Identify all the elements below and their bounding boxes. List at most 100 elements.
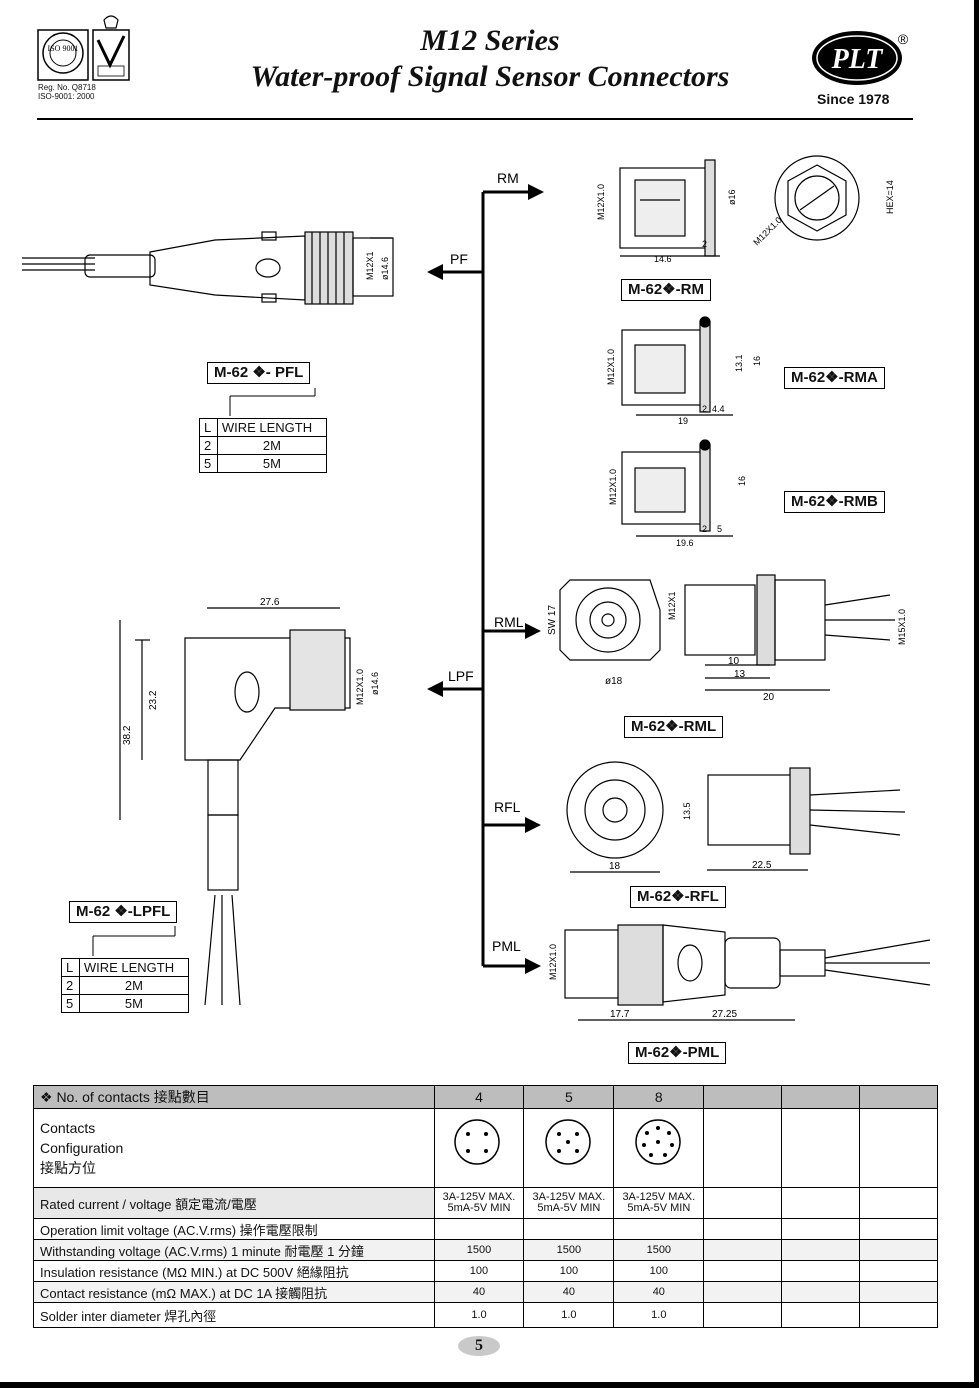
plt-logo-text: PLT: [831, 44, 885, 75]
page-number: 5: [458, 1336, 500, 1356]
wire-table-cell: 5M: [78, 994, 190, 1013]
rated-value: 5mA-5V MIN: [627, 1202, 691, 1214]
contacts-header: ❖ No. of contacts 接點數目: [33, 1085, 435, 1109]
wire-table-header-length: WIRE LENGTH: [216, 418, 328, 437]
rfl-connector-drawing: [566, 761, 906, 873]
spec-value: [523, 1218, 615, 1240]
spec-row: Solder inter diameter 焊孔內徑 1.0 1.0 1.0: [33, 1302, 938, 1328]
page-border-right: [974, 0, 979, 1388]
lpf-dim-232: 23.2: [148, 690, 159, 710]
wire-table-cell: 2: [199, 436, 218, 455]
spec-value: 1500: [613, 1239, 705, 1261]
part-label-rfl: M-62❖-RFL: [630, 886, 726, 908]
rfl-dim-18: 18: [609, 861, 621, 872]
rma-dim-44: 4.4: [712, 404, 725, 414]
pf-dim-dia: ø14.6: [380, 257, 390, 280]
contact-count: 5: [523, 1085, 615, 1109]
iso-badge-text: ISO 9001: [48, 44, 79, 53]
rmb-dim-16: 16: [737, 476, 747, 486]
contact-count: 8: [613, 1085, 705, 1109]
spec-value: 100: [433, 1260, 525, 1282]
spec-value: 1.0: [523, 1302, 615, 1328]
spec-header-row: ❖ No. of contacts 接點數目 4 5 8: [33, 1085, 938, 1109]
wire-table-cell: 2M: [78, 976, 190, 995]
pf-dim-thread: M12X1: [365, 251, 375, 280]
cert-reg-no: Reg. No. Q8718: [38, 83, 96, 92]
lpf-dim-dia: ø14.6: [370, 672, 380, 695]
rated-label: Rated current / voltage 額定電流/電壓: [33, 1187, 435, 1219]
iso-cert-icon: ISO 9001: [37, 29, 89, 81]
rfl-dim-225: 22.5: [752, 860, 772, 871]
pml-dim-177: 17.7: [610, 1009, 630, 1020]
rmb-dim-2: 2: [702, 524, 707, 534]
rm-dim-thread: M12X1.0: [596, 184, 606, 220]
branch-label-pf: PF: [450, 251, 468, 267]
rm-dim-hex: HEX=14: [885, 180, 895, 214]
rated-value: 3A-125V MAX.: [442, 1191, 516, 1203]
wire-table-cell: 5: [61, 994, 80, 1013]
plt-logo: PLT ®: [812, 31, 909, 85]
spec-value: 100: [523, 1260, 615, 1282]
rated-value: 3A-125V MAX.: [622, 1191, 696, 1203]
rma-dim-19: 19: [678, 416, 688, 426]
rma-dim-2: 2: [702, 404, 707, 414]
rmb-dim-thread: M12X1.0: [608, 469, 618, 505]
wire-table-cell: 5M: [216, 454, 328, 473]
branch-label-rml: RML: [494, 614, 524, 630]
pml-dim-2725: 27.25: [712, 1009, 737, 1020]
rm-dim-length: 14.6: [654, 254, 672, 264]
page-title-line2: Water-proof Signal Sensor Connectors: [250, 60, 730, 93]
rm-dim-dia: ø16: [727, 189, 737, 205]
cert-iso: ISO-9001: 2000: [38, 92, 95, 101]
rmb-dim-5: 5: [717, 524, 722, 534]
rfl-dim-135: 13.5: [682, 802, 692, 820]
page-title-line1: M12 Series: [420, 24, 560, 57]
branch-label-pml: PML: [492, 938, 521, 954]
rated-row: Rated current / voltage 額定電流/電壓 3A-125V …: [33, 1187, 938, 1219]
spec-row-label: Solder inter diameter 焊孔內徑: [33, 1302, 435, 1328]
spec-value: 1500: [433, 1239, 525, 1261]
lpf-dim-276: 27.6: [260, 597, 280, 608]
rml-dim-10: 10: [728, 656, 740, 667]
pf-connector-drawing: [22, 231, 394, 305]
wire-table-header-length: WIRE LENGTH: [78, 958, 190, 977]
wire-table-cell: 2M: [216, 436, 328, 455]
config-label-l1: Contacts: [40, 1120, 96, 1136]
rml-dim-13: 13: [734, 669, 746, 680]
spec-row-label: Contact resistance (mΩ MAX.) at DC 1A 接觸…: [33, 1281, 435, 1303]
lpf-dim-thread: M12X1.0: [355, 669, 365, 705]
rml-dim-dia: ø18: [605, 676, 623, 687]
lpf-connector-drawing: [119, 607, 351, 1006]
config-label-l2: Configuration: [40, 1140, 124, 1156]
rml-dim-thread: M12X1: [667, 591, 677, 620]
spec-value: 40: [613, 1281, 705, 1303]
spec-value: 40: [433, 1281, 525, 1303]
spec-value: [433, 1218, 525, 1240]
page-border-bottom: [0, 1382, 979, 1388]
rated-value: 5mA-5V MIN: [447, 1202, 511, 1214]
wire-table-header-l: L: [61, 958, 80, 977]
spec-row: Contact resistance (mΩ MAX.) at DC 1A 接觸…: [33, 1281, 938, 1303]
wire-table-cell: 5: [199, 454, 218, 473]
rma-connector-drawing: [621, 316, 733, 416]
branch-label-lpf: LPF: [448, 668, 474, 684]
rated-value: 3A-125V MAX.: [532, 1191, 606, 1203]
since-label: Since 1978: [817, 91, 890, 107]
rml-dim-20: 20: [763, 692, 775, 703]
rma-dim-16: 16: [752, 356, 762, 366]
config-row: Contacts Configuration 接點方位: [33, 1108, 938, 1188]
ukas-cert-icon: [92, 15, 130, 81]
part-label-pfl: M-62 ❖- PFL: [207, 362, 311, 384]
rml-dim-thread2: M15X1.0: [897, 609, 907, 645]
pml-connector-drawing: [564, 924, 931, 1021]
rml-dim-sw: SW 17: [547, 605, 558, 635]
spec-row-label: Insulation resistance (MΩ MIN.) at DC 50…: [33, 1260, 435, 1282]
rma-dim-13: 13.1: [734, 354, 744, 372]
registered-mark: ®: [898, 31, 909, 47]
contact-count: 4: [433, 1085, 525, 1109]
spec-row-label: Operation limit voltage (AC.V.rms) 操作電壓限…: [33, 1218, 435, 1240]
spec-value: 1.0: [613, 1302, 705, 1328]
